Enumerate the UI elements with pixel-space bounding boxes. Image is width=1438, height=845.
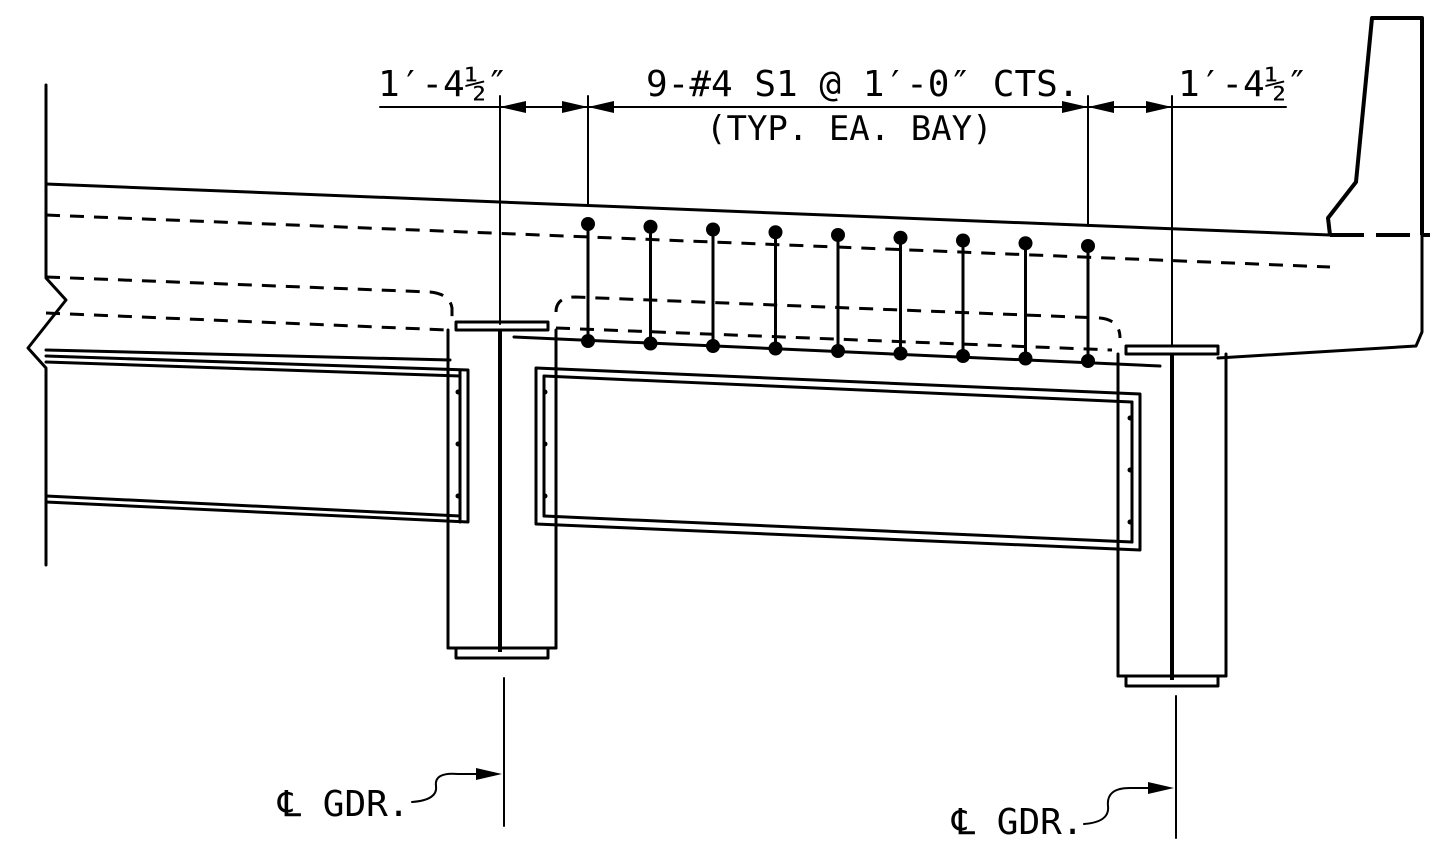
top-longitudinal-bar-dot xyxy=(831,228,845,242)
left-girder-cl-label: ℄ GDR. xyxy=(277,784,409,825)
bottom-longitudinal-bar-dot xyxy=(956,349,970,363)
right-girder-cl-label: ℄ GDR. xyxy=(951,802,1083,843)
right-girder xyxy=(1116,344,1228,688)
bay-bottom-dashed xyxy=(555,326,1113,352)
top-longitudinal-bar-dot xyxy=(893,230,908,245)
right-cl-leader xyxy=(1083,782,1174,825)
left-cl-leader xyxy=(411,768,502,803)
top-longitudinal-bar-dot xyxy=(581,217,595,231)
bottom-longitudinal-bar-dot xyxy=(706,339,720,353)
top-longitudinal-bar-dot xyxy=(643,219,658,234)
deck-top-surface xyxy=(44,182,1332,237)
top-longitudinal-bar-dot xyxy=(956,233,970,248)
top-longitudinal-bar-dot xyxy=(1018,236,1033,251)
deck-right-end xyxy=(1216,233,1424,360)
bottom-longitudinal-bar-dot xyxy=(768,341,783,356)
bottom-longitudinal-bar-dot xyxy=(831,344,845,358)
top-longitudinal-bar-dot xyxy=(706,222,720,237)
bay-diaphragm xyxy=(534,366,1142,552)
s1-bars-group xyxy=(581,217,1095,368)
right-edge-dimension: 1′-4½″ xyxy=(1178,64,1308,105)
bar-spacing-dimension: 9-#4 S1 @ 1′-0″ CTS. xyxy=(646,64,1079,105)
deck-bottom-left xyxy=(44,348,452,362)
bottom-longitudinal-bar-dot xyxy=(1081,354,1095,368)
left-diaphragm xyxy=(44,354,470,524)
left-haunch-dashed xyxy=(45,275,454,332)
left-break-line xyxy=(26,83,68,567)
top-longitudinal-bar-dot xyxy=(768,225,783,240)
bottom-longitudinal-bar-dot xyxy=(643,336,658,351)
bar-spacing-note: (TYP. EA. BAY) xyxy=(706,109,993,149)
left-girder xyxy=(446,320,558,660)
dimension-line xyxy=(379,101,1287,113)
top-longitudinal-bar-dot xyxy=(1081,239,1095,253)
left-edge-dimension: 1′-4½″ xyxy=(378,64,508,105)
top-mat-dashed-line xyxy=(45,213,1331,269)
bottom-longitudinal-bar-dot xyxy=(893,346,908,361)
barrier-parapet xyxy=(1326,16,1424,236)
bottom-longitudinal-bar-dot xyxy=(1018,351,1033,366)
bottom-longitudinal-bar-dot xyxy=(581,334,595,348)
